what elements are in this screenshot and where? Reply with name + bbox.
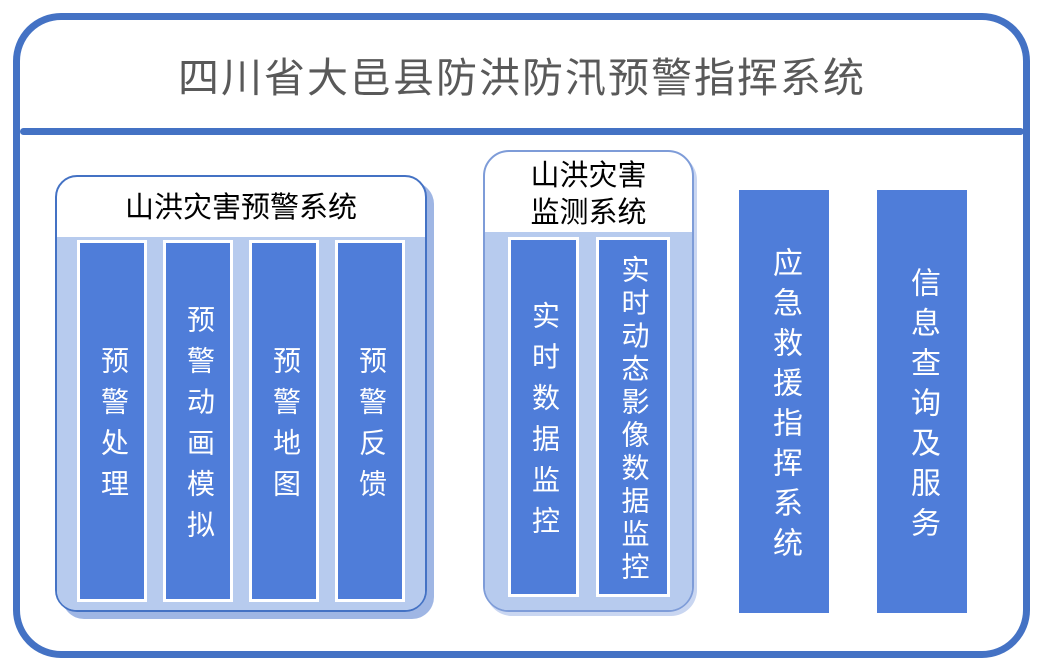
group-flood-warning-title: 山洪灾害预警系统	[57, 190, 425, 227]
pillar-warning-processing-label: 预警处理	[97, 345, 128, 510]
group-flood-monitoring-title: 山洪灾害 监测系统	[485, 158, 692, 232]
group-flood-monitoring-title-line2: 监测系统	[530, 197, 647, 229]
group-flood-monitoring-columns: 实时数据监控 实时动态影像数据监控	[485, 237, 692, 597]
pillar-warning-animation-simulation: 预警动画模拟	[163, 240, 233, 602]
pillar-information-query-and-service: 信息查询及服务	[877, 190, 967, 613]
pillar-emergency-rescue-command-system-label: 应急救援指挥系统	[768, 246, 801, 567]
group-flood-warning-columns: 预警处理 预警动画模拟 预警地图 预警反馈	[57, 240, 425, 602]
pillar-warning-map: 预警地图	[249, 240, 319, 602]
pillar-emergency-rescue-command-system: 应急救援指挥系统	[739, 190, 829, 613]
pillar-warning-animation-simulation-label: 预警动画模拟	[183, 304, 214, 551]
pillar-realtime-dynamic-video-data-monitoring: 实时动态影像数据监控	[595, 237, 670, 597]
pillar-realtime-data-monitoring: 实时数据监控	[507, 237, 579, 597]
pillar-realtime-data-monitoring-label: 实时数据监控	[528, 300, 559, 547]
page-title: 四川省大邑县防洪防汛预警指挥系统	[178, 55, 866, 101]
pillar-warning-processing: 预警处理	[77, 240, 147, 602]
pillar-warning-map-label: 预警地图	[269, 345, 300, 510]
pillar-realtime-dynamic-video-data-monitoring-label: 实时动态影像数据监控	[617, 254, 649, 585]
title-divider	[20, 128, 1024, 135]
outer-frame	[13, 13, 1030, 658]
pillar-information-query-and-service-label: 信息查询及服务	[906, 266, 939, 547]
group-flood-monitoring-title-line1: 山洪灾害	[530, 160, 647, 192]
pillar-warning-feedback: 预警反馈	[335, 240, 405, 602]
group-flood-warning-system: 山洪灾害预警系统 预警处理 预警动画模拟 预警地图 预警反馈	[55, 175, 427, 612]
group-flood-monitoring-system: 山洪灾害 监测系统 实时数据监控 实时动态影像数据监控	[483, 150, 694, 612]
pillar-warning-feedback-label: 预警反馈	[355, 345, 386, 510]
group-flood-warning-title-line: 山洪灾害预警系统	[124, 192, 357, 224]
